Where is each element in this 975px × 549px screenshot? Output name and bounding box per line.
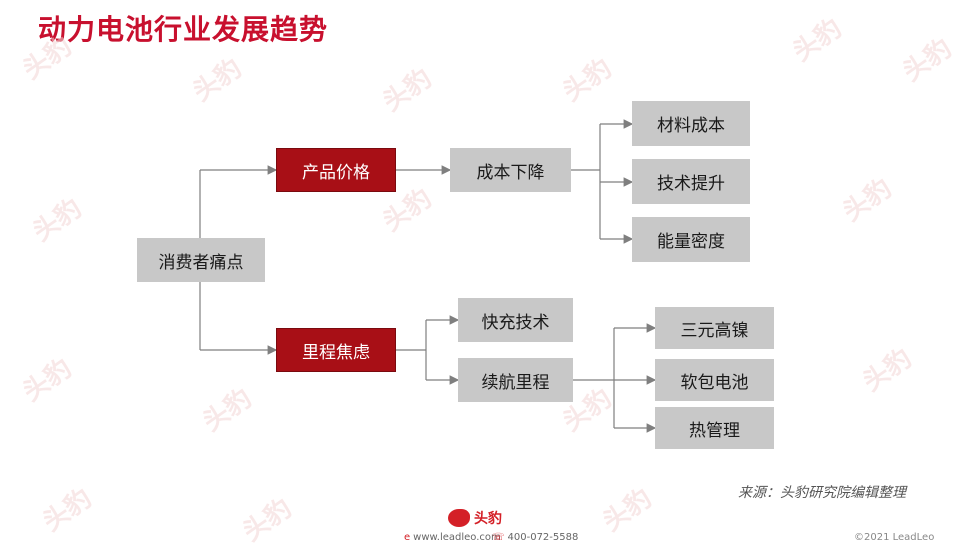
node-tech-improvement: 技术提升 — [632, 159, 750, 204]
phone-icon: ☏ — [492, 532, 505, 543]
node-branch-range-anxiety: 里程焦虑 — [276, 328, 396, 372]
footer-logo-text: 头豹 — [474, 511, 502, 527]
leadleo-logo-icon — [448, 509, 470, 527]
node-root: 消费者痛点 — [137, 238, 265, 282]
page-title: 动力电池行业发展趋势 — [38, 13, 329, 46]
node-branch-price: 产品价格 — [276, 148, 396, 192]
node-thermal-management: 热管理 — [655, 407, 774, 449]
web-icon: e — [404, 532, 411, 543]
node-energy-density: 能量密度 — [632, 217, 750, 262]
node-driving-range: 续航里程 — [458, 358, 573, 402]
node-high-nickel: 三元高镍 — [655, 307, 774, 349]
node-pouch-battery: 软包电池 — [655, 359, 774, 401]
source-note: 来源：头豹研究院编辑整理 — [738, 485, 906, 501]
node-fast-charging: 快充技术 — [458, 298, 573, 342]
footer-logo: 头豹 — [448, 508, 502, 528]
footer-phone: ☏400-072-5588 — [492, 532, 579, 543]
node-cost-reduction: 成本下降 — [450, 148, 571, 192]
node-material-cost: 材料成本 — [632, 101, 750, 146]
copyright: ©2021 LeadLeo — [854, 532, 935, 543]
